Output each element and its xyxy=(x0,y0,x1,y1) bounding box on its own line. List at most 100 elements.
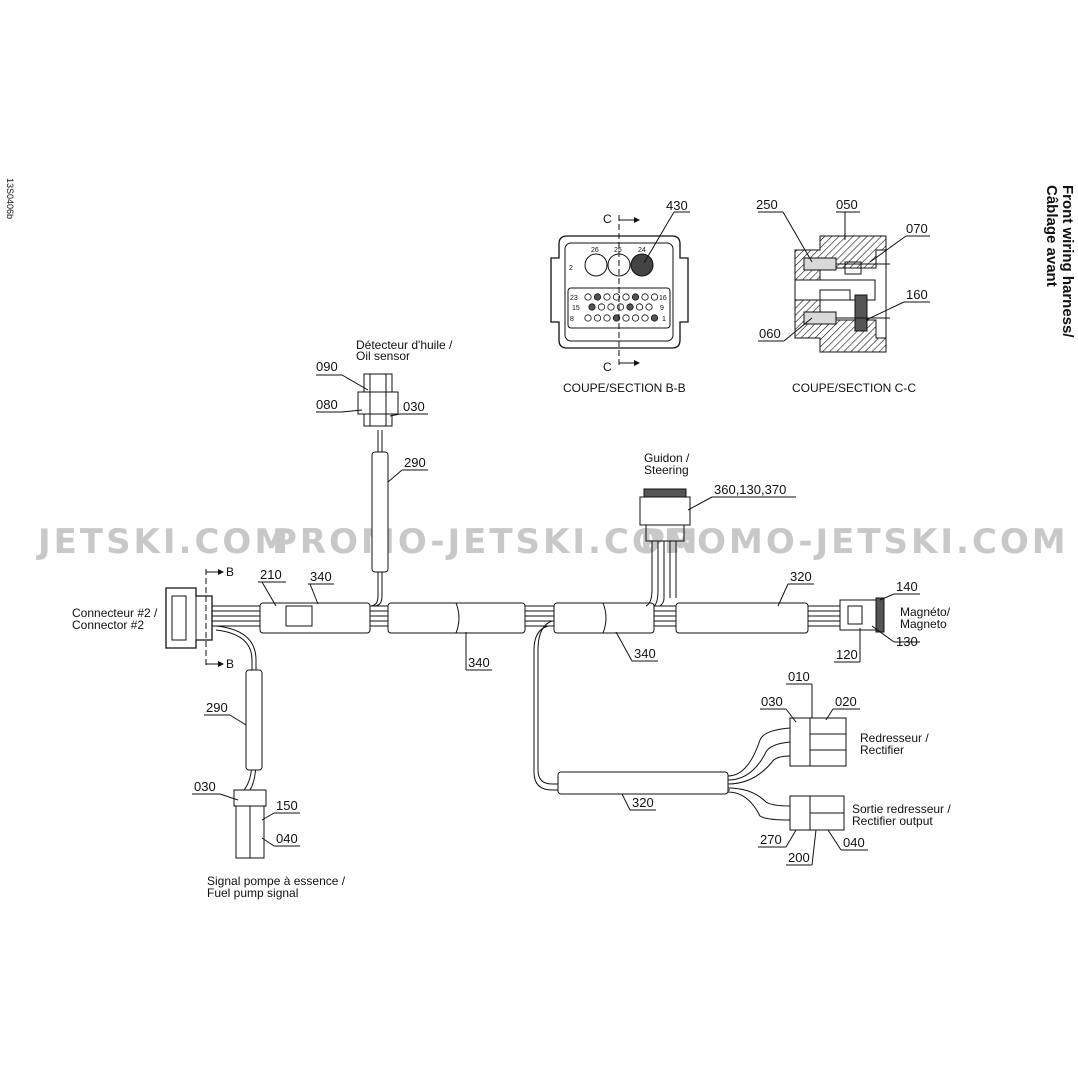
label-oil-en: Oil sensor xyxy=(356,349,410,363)
callout-250: 250 xyxy=(756,197,778,212)
label-fuel-fr: Signal pompe à essence / xyxy=(207,874,346,888)
title-line-1: Front wiring harness/ xyxy=(1059,185,1076,338)
rectifier-branch: 320 010 030 020 Redresseur / Rectifie xyxy=(533,620,951,866)
label-connector-fr: Connecteur #2 / xyxy=(72,606,158,620)
label-steering-en: Steering xyxy=(644,463,689,477)
diagram-title: Front wiring harness/ Câblage avant xyxy=(1043,185,1076,338)
cut-b-top: B xyxy=(226,565,234,579)
callout-010: 010 xyxy=(788,669,810,684)
title-line-2: Câblage avant xyxy=(1043,185,1060,287)
pin-16: 16 xyxy=(659,295,667,302)
label-magneto-en: Magneto xyxy=(900,617,947,631)
connector-pin xyxy=(584,314,592,322)
label-oil-fr: Détecteur d'huile / xyxy=(356,338,453,352)
callout-360-130-370: 360,130,370 xyxy=(714,482,786,497)
callout-340-right: 340 xyxy=(634,646,656,661)
connector-pin xyxy=(588,303,596,311)
connector-pin xyxy=(650,314,659,322)
connector-pin xyxy=(645,303,653,311)
callout-030-rect: 030 xyxy=(761,694,783,709)
callout-320-top: 320 xyxy=(790,569,812,584)
connector-2: B B xyxy=(165,565,234,671)
connector-pin xyxy=(593,293,602,301)
pin-2: 2 xyxy=(569,265,573,272)
cut-c-top: C xyxy=(603,212,612,226)
doc-code: 13S0406b xyxy=(5,178,15,219)
magneto-connector: 320 140 Magnéto/ Magneto 130 120 xyxy=(777,569,951,663)
connector-pin xyxy=(626,303,634,311)
callout-020: 020 xyxy=(835,694,857,709)
callout-140: 140 xyxy=(896,579,918,594)
label-rectout-en: Rectifier output xyxy=(852,814,933,828)
label-magneto-fr: Magnéto/ xyxy=(900,605,951,619)
label-connector-en: Connector #2 xyxy=(72,618,144,632)
section-bb: 26 25 24 2 23 15 8 16 9 1 C C COUPE/SECT… xyxy=(550,198,690,395)
connector-pin xyxy=(612,293,621,301)
connector-pin xyxy=(635,303,644,311)
cut-b-bottom: B xyxy=(226,657,234,671)
watermark: JETSKI.COM PROMO-JETSKI.COM PROMO-JETSKI… xyxy=(36,522,1069,562)
connector-pin xyxy=(641,314,649,322)
callout-120: 120 xyxy=(836,647,858,662)
pin-25: 25 xyxy=(614,247,622,254)
callout-090: 090 xyxy=(316,359,338,374)
callout-290-top: 290 xyxy=(404,455,426,470)
callout-320-low: 320 xyxy=(632,795,654,810)
label-rectout-fr: Sortie redresseur / xyxy=(852,802,951,816)
callout-160: 160 xyxy=(906,287,928,302)
watermark-part-2: PROMO-JETSKI.COM xyxy=(272,522,701,562)
pin-26: 26 xyxy=(591,247,599,254)
connector-pin xyxy=(616,303,625,311)
connector-pin xyxy=(597,303,606,311)
callout-080: 080 xyxy=(316,397,338,412)
main-harness: B B Connecteur #2 / Connector #2 210 340… xyxy=(72,338,951,900)
label-rectifier-fr: Redresseur / xyxy=(860,731,929,745)
connector-pin xyxy=(593,314,602,322)
pin-23: 23 xyxy=(570,295,578,302)
callout-200: 200 xyxy=(788,850,810,865)
callout-060: 060 xyxy=(759,326,781,341)
connector-pin xyxy=(603,314,611,322)
pin-grid xyxy=(584,293,659,322)
connector-pin xyxy=(612,314,621,322)
callout-030-fuel: 030 xyxy=(194,779,216,794)
callout-040-rect: 040 xyxy=(843,835,865,850)
callout-040-fuel: 040 xyxy=(276,831,298,846)
label-rectifier-en: Rectifier xyxy=(860,743,904,757)
connector-pin xyxy=(650,293,659,301)
cut-c-bottom: C xyxy=(603,360,612,374)
pin-24: 24 xyxy=(638,247,646,254)
callout-430: 430 xyxy=(666,198,688,213)
pin-15: 15 xyxy=(572,305,580,312)
fuel-pump-branch: 290 030 150 040 Signal pompe à essence /… xyxy=(192,625,346,900)
callout-150: 150 xyxy=(276,798,298,813)
connector-pin xyxy=(584,293,592,301)
watermark-part-1: JETSKI.COM xyxy=(36,522,291,562)
callout-030-oil: 030 xyxy=(403,399,425,414)
pin-9: 9 xyxy=(660,305,664,312)
pin-1: 1 xyxy=(662,316,666,323)
connector-pin xyxy=(603,293,611,301)
callout-070: 070 xyxy=(906,221,928,236)
connector-pin xyxy=(631,314,640,322)
callout-340-mid: 340 xyxy=(468,655,490,670)
callout-210: 210 xyxy=(260,567,282,582)
connector-pin xyxy=(622,314,630,322)
section-cc: 250 050 070 160 060 COUPE/SECTION C-C xyxy=(756,197,930,395)
connector-pin xyxy=(607,303,615,311)
connector-pin xyxy=(641,293,649,301)
steering-branch: Guidon / Steering 360,130,370 xyxy=(639,451,796,607)
label-steering-fr: Guidon / xyxy=(644,451,690,465)
callout-270: 270 xyxy=(760,832,782,847)
pin-8: 8 xyxy=(570,316,574,323)
caption-section-bb: COUPE/SECTION B-B xyxy=(563,381,686,395)
callout-290-low: 290 xyxy=(206,700,228,715)
oil-sensor-branch: 090 080 030 290 Détecteur d'huile / Oil … xyxy=(316,338,453,607)
caption-section-cc: COUPE/SECTION C-C xyxy=(792,381,916,395)
watermark-part-3: PROMO-JETSKI.COM xyxy=(640,522,1069,562)
connector-pin xyxy=(631,293,640,301)
label-fuel-en: Fuel pump signal xyxy=(207,886,298,900)
callout-050: 050 xyxy=(836,197,858,212)
callout-340-left: 340 xyxy=(310,569,332,584)
